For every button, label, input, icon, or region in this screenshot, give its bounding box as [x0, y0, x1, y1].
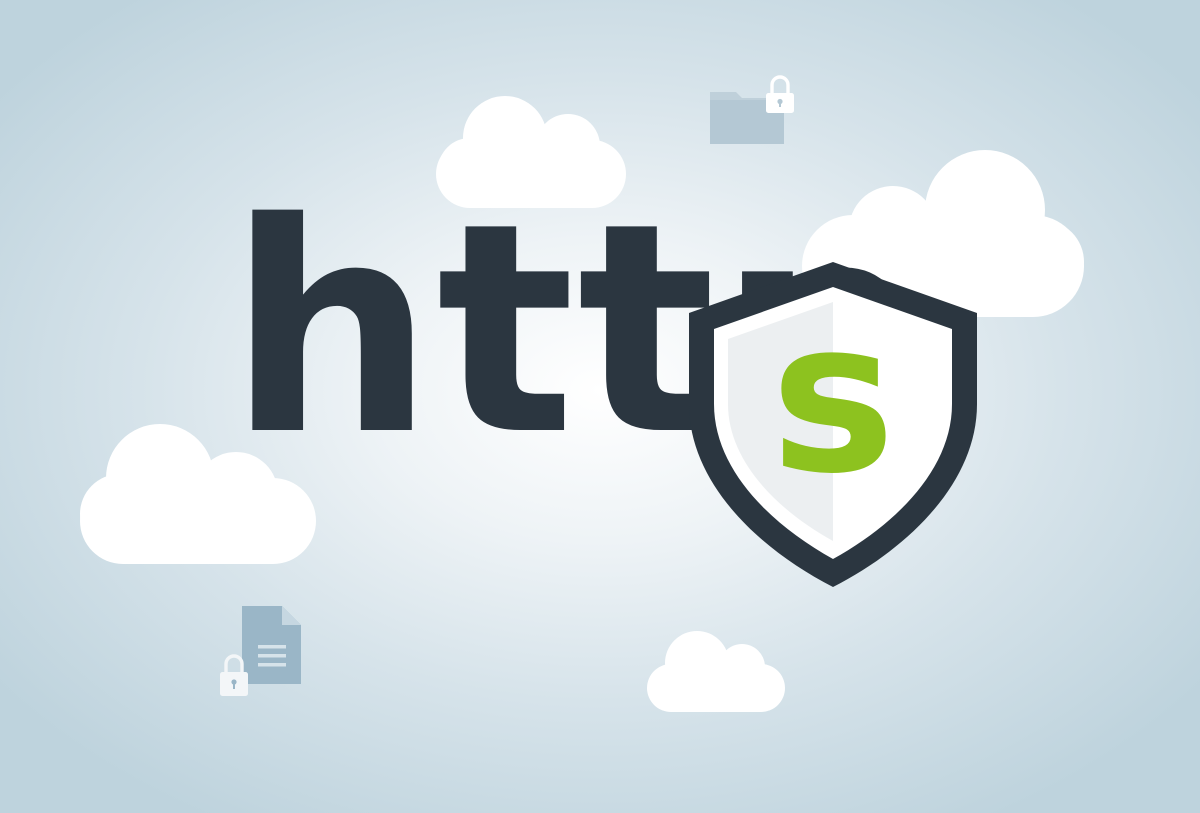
padlock-icon	[220, 654, 248, 696]
padlock-icon	[766, 75, 794, 113]
folder-lock-icon	[710, 75, 794, 144]
cloud-icon	[80, 424, 316, 564]
shield-icon: s	[689, 262, 977, 587]
shield-letter: s	[771, 275, 896, 520]
document-lock-icon	[220, 606, 301, 696]
cloud-icon	[647, 631, 785, 712]
cloud-icon	[436, 96, 626, 208]
